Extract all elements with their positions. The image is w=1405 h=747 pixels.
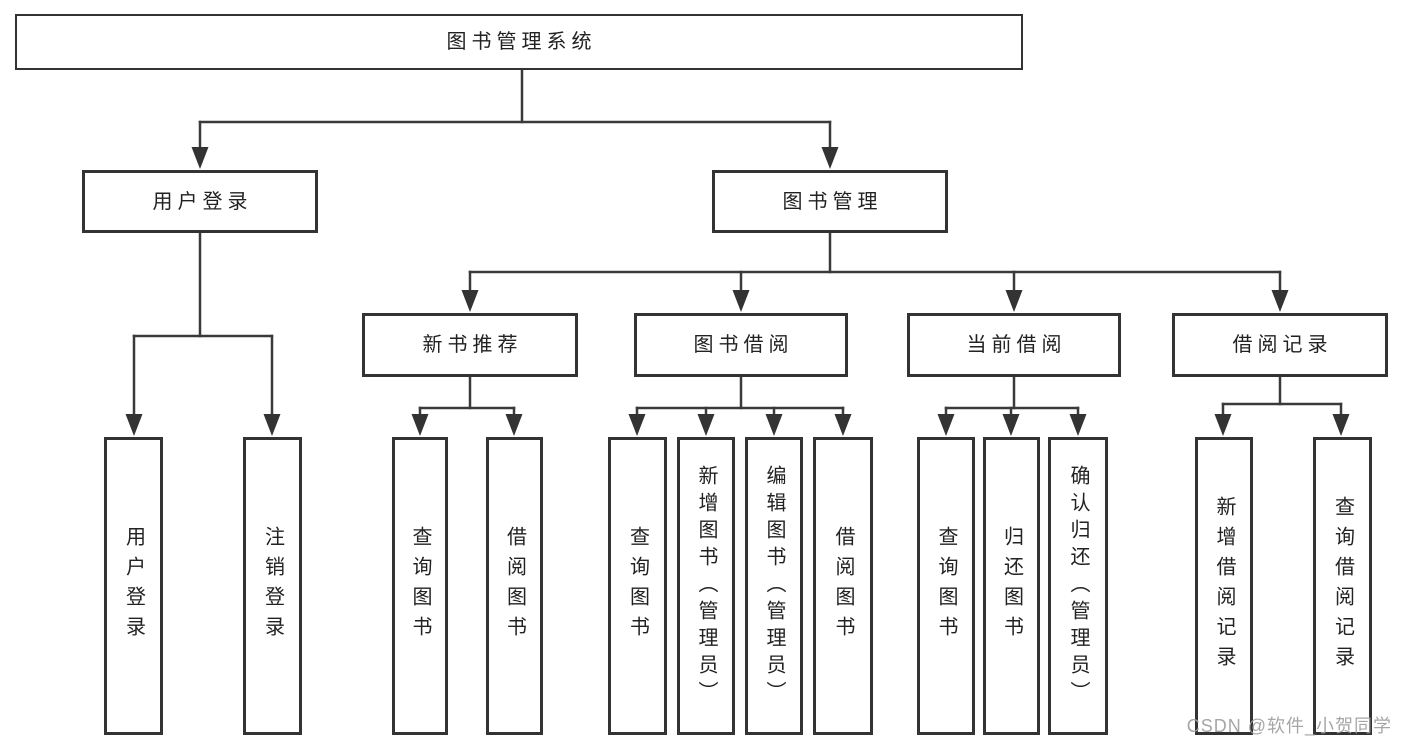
arrowhead-icon bbox=[1332, 414, 1350, 436]
node-label: 查询借阅记录 bbox=[1331, 496, 1354, 676]
arrowhead-icon bbox=[263, 414, 281, 436]
node-current-borrowing: 当前借阅 bbox=[907, 313, 1121, 377]
leaf-current-return-books: 归还图书 bbox=[983, 437, 1040, 735]
arrowhead-icon bbox=[505, 414, 523, 436]
node-label: 新增图书（管理员） bbox=[695, 464, 717, 708]
node-label: 注销登录 bbox=[261, 526, 284, 646]
leaf-borrow-edit-books-admin: 编辑图书（管理员） bbox=[745, 437, 803, 735]
node-book-borrowing: 图书借阅 bbox=[634, 313, 848, 377]
arrowhead-icon bbox=[125, 414, 143, 436]
arrowhead-icon bbox=[1271, 290, 1289, 312]
leaf-current-query-books: 查询图书 bbox=[917, 437, 975, 735]
arrowhead-icon bbox=[1214, 414, 1232, 436]
leaf-user-login: 用户登录 bbox=[104, 437, 163, 735]
node-label: 借阅记录 bbox=[1232, 334, 1333, 356]
node-label: 图书管理 bbox=[782, 190, 883, 213]
leaf-records-add-record: 新增借阅记录 bbox=[1195, 437, 1253, 735]
arrowhead-icon bbox=[732, 290, 750, 312]
arrowhead-icon bbox=[191, 147, 209, 169]
arrowhead-icon bbox=[1002, 414, 1020, 436]
leaf-records-query-record: 查询借阅记录 bbox=[1313, 437, 1372, 735]
node-label: 新增借阅记录 bbox=[1213, 496, 1235, 676]
node-book-management: 图书管理 bbox=[712, 170, 948, 233]
arrowhead-icon bbox=[1005, 290, 1023, 312]
arrowhead-icon bbox=[765, 414, 783, 436]
arrowhead-icon bbox=[1069, 414, 1087, 436]
leaf-recommend-query-books: 查询图书 bbox=[392, 437, 448, 735]
node-label: 查询图书 bbox=[935, 526, 957, 646]
node-label: 查询图书 bbox=[626, 526, 649, 646]
node-label: 用户登录 bbox=[122, 526, 145, 646]
node-library-management-system: 图书管理系统 bbox=[15, 14, 1023, 70]
node-label: 新书推荐 bbox=[422, 334, 523, 356]
node-label: 编辑图书（管理员） bbox=[763, 464, 785, 708]
arrowhead-icon bbox=[937, 414, 955, 436]
leaf-borrow-query-books: 查询图书 bbox=[608, 437, 667, 735]
node-label: 确认归还（管理员） bbox=[1067, 464, 1089, 708]
node-new-book-recommendation: 新书推荐 bbox=[362, 313, 578, 377]
node-label: 图书管理系统 bbox=[446, 31, 597, 53]
leaf-borrow-add-books-admin: 新增图书（管理员） bbox=[677, 437, 735, 735]
leaf-current-confirm-return-admin: 确认归还（管理员） bbox=[1048, 437, 1108, 735]
node-label: 当前借阅 bbox=[966, 334, 1067, 356]
node-label: 查询图书 bbox=[409, 526, 431, 646]
arrowhead-icon bbox=[697, 414, 715, 436]
node-label: 借阅图书 bbox=[832, 526, 854, 646]
node-label: 图书借阅 bbox=[693, 334, 794, 356]
leaf-recommend-borrow-books: 借阅图书 bbox=[486, 437, 543, 735]
csdn-watermark: CSDN @软件_小贺同学 bbox=[1186, 716, 1392, 736]
arrowhead-icon bbox=[834, 414, 852, 436]
arrowhead-icon bbox=[411, 414, 429, 436]
arrowhead-icon bbox=[821, 147, 839, 169]
node-user-login: 用户登录 bbox=[82, 170, 318, 233]
node-borrowing-records: 借阅记录 bbox=[1172, 313, 1388, 377]
arrowhead-icon bbox=[628, 414, 646, 436]
leaf-logout: 注销登录 bbox=[243, 437, 302, 735]
node-label: 用户登录 bbox=[152, 190, 253, 213]
leaf-borrow-borrow-books: 借阅图书 bbox=[813, 437, 873, 735]
node-label: 归还图书 bbox=[1000, 526, 1023, 646]
node-label: 借阅图书 bbox=[503, 526, 526, 646]
arrowhead-icon bbox=[461, 290, 479, 312]
